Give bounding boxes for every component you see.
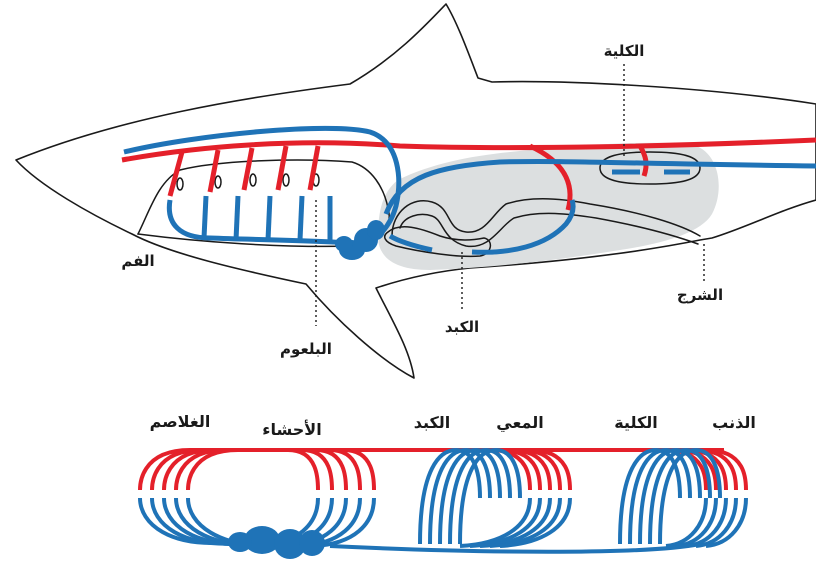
gill-vein bbox=[300, 196, 302, 240]
visceral-capillary-arterial bbox=[288, 450, 318, 490]
label-gills: الغلاصم bbox=[150, 412, 211, 431]
label-mouth: الفم bbox=[121, 252, 154, 270]
circulation-schematic: الغلاصم الأحشاء الكبد المعي الكلية الذنب bbox=[140, 412, 756, 559]
heart-chamber bbox=[367, 220, 385, 240]
gill-vein bbox=[204, 196, 206, 238]
label-kidney: الكلية bbox=[604, 42, 645, 60]
schematic-heart-chamber bbox=[228, 532, 252, 552]
label-tail: الذنب bbox=[712, 413, 756, 432]
gill-vein bbox=[236, 196, 238, 240]
label-liver: الكبد bbox=[445, 318, 479, 336]
tail-capillary-venous bbox=[676, 498, 716, 546]
heart-chamber bbox=[335, 236, 353, 252]
gill-vein bbox=[268, 196, 270, 240]
schematic-heart-chamber bbox=[299, 530, 325, 556]
tail-capillary-venous bbox=[666, 498, 706, 546]
label-anus: الشرج bbox=[677, 286, 723, 304]
label-schematic-liver: الكبد bbox=[414, 413, 451, 432]
label-schematic-kidney: الكلية bbox=[614, 413, 658, 432]
shark-illustration: الكلية الفم البلعوم الكبد الشرج bbox=[16, 4, 816, 378]
label-viscera: الأحشاء bbox=[262, 420, 321, 439]
label-pharynx: البلعوم bbox=[280, 340, 332, 358]
label-intestine: المعي bbox=[496, 413, 543, 433]
schematic-heart bbox=[228, 526, 325, 559]
